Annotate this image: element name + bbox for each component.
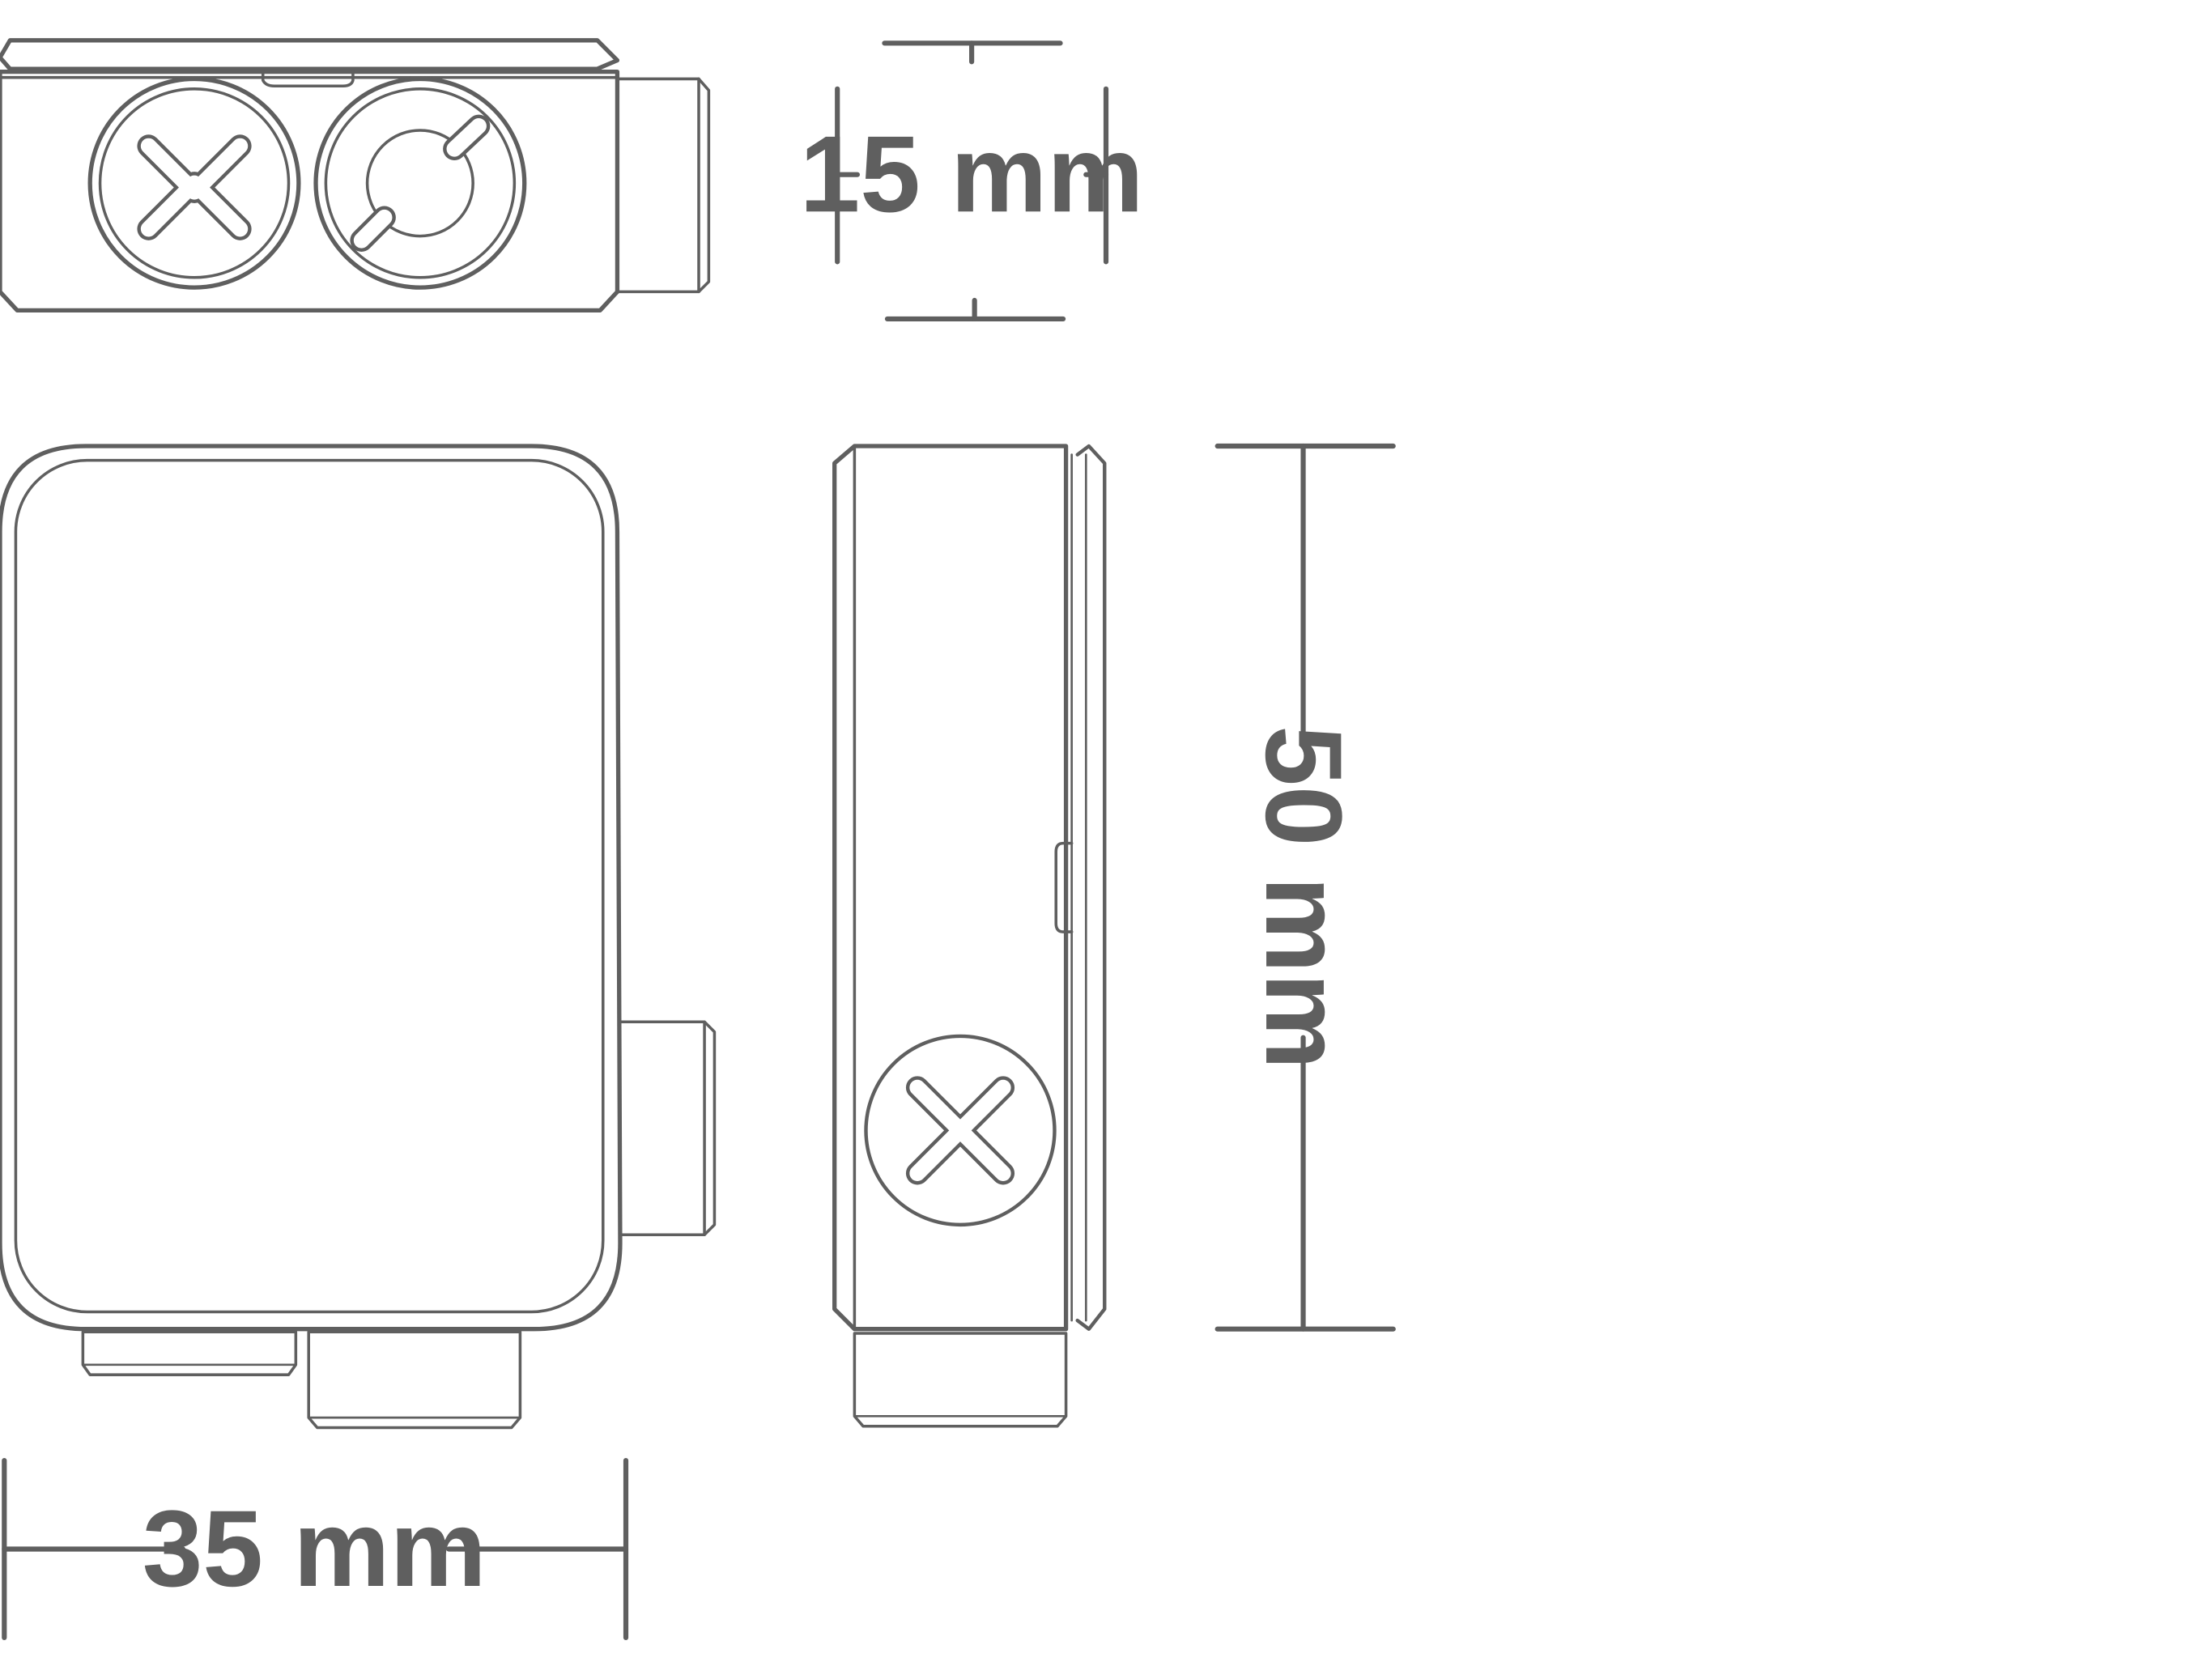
- front-view-bottom-clip: [81, 1330, 298, 1376]
- cross-button-top: [87, 76, 301, 290]
- cross-button-side: [864, 1034, 1057, 1227]
- power-icon: [350, 114, 491, 252]
- side-view-clip: [1054, 841, 1074, 933]
- front-view-outer-body: [0, 444, 623, 1332]
- dimension-thickness: [835, 40, 1109, 322]
- front-view: [0, 444, 717, 1430]
- front-view-bottom-plug: [307, 1330, 522, 1430]
- width-label: 35 mm: [143, 1489, 487, 1609]
- thickness-label: 15 mm: [800, 114, 1144, 235]
- height-label: 50 mm: [1243, 725, 1363, 1069]
- cross-icon: [137, 134, 252, 240]
- top-view-ridge: [0, 38, 620, 71]
- side-view-back-ridge: [1075, 444, 1107, 1331]
- top-view-tab: [261, 70, 355, 88]
- dimension-height: [1214, 443, 1396, 1332]
- top-view-connector: [615, 77, 711, 294]
- side-view-bottom-plug: [853, 1332, 1068, 1428]
- side-view-body: [832, 444, 1069, 1332]
- front-view-side-port: [619, 1020, 717, 1236]
- side-view: [832, 444, 1107, 1428]
- top-view-body: [0, 69, 620, 313]
- power-button-top: [313, 76, 527, 290]
- dimension-width: [2, 1457, 629, 1640]
- cross-icon: [905, 1076, 1015, 1185]
- front-view-screen: [14, 458, 605, 1314]
- top-view: [0, 38, 711, 313]
